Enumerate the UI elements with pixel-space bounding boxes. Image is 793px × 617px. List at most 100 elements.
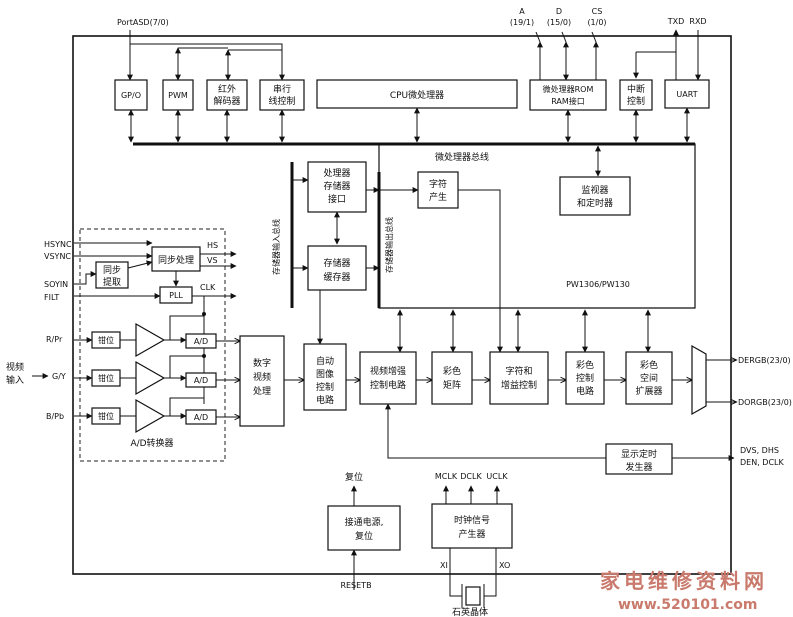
auto-image-block: [303, 343, 347, 411]
cpu-label: CPU微处理器: [390, 89, 444, 101]
soyin-label: SOYIN: [44, 280, 68, 289]
char-gen-label-1: 字符: [429, 178, 447, 190]
addr-cs-bits: (1/0): [587, 18, 606, 27]
color-control-label-3: 电路: [576, 385, 594, 397]
adc-label: A/D转换器: [130, 437, 173, 449]
addr-a-label: A: [519, 7, 525, 16]
hsync-label: HSYNC: [44, 240, 72, 249]
overlay-gain-block: [489, 351, 549, 405]
color-matrix-label-2: 矩阵: [443, 379, 461, 391]
watermark-url: www.520101.com: [618, 597, 758, 613]
dorgb-label: DORGB(23/0): [738, 398, 792, 407]
addr-a-bits: (19/1): [510, 18, 534, 27]
display-timing-label-2: 发生器: [625, 461, 652, 473]
gy-label: G/Y: [52, 372, 66, 381]
color-control-label-1: 彩色: [576, 359, 594, 371]
serial-block: [259, 79, 305, 111]
addr-d-bits: (15/0): [547, 18, 571, 27]
digital-video-label-3: 处理: [253, 385, 271, 397]
auto-image-label-3: 控制: [316, 381, 334, 393]
rxd-label: RXD: [689, 17, 706, 26]
overlay-gain-label-2: 增益控制: [501, 379, 537, 391]
color-control-block: [565, 351, 605, 405]
clk-label: CLK: [200, 283, 216, 292]
video-input-label-2: 输入: [6, 374, 24, 386]
uart-block: [664, 79, 710, 109]
crystal-label: 石英晶体: [452, 606, 488, 617]
rom-ram-label-1: 微处理器ROM: [543, 84, 594, 94]
clamp-r-label: 钳位: [98, 335, 114, 345]
monitor-timer-label-2: 和定时器: [577, 197, 613, 209]
digital-video-label-1: 数字: [253, 357, 271, 369]
sync-extract-block: [95, 261, 129, 289]
video-enhance-label-1: 视频增强: [370, 365, 406, 377]
mem-interface-label-3: 接口: [328, 193, 346, 205]
filt-label: FILT: [44, 293, 59, 302]
pwm-label: PWM: [168, 91, 188, 100]
digital-video-block: [239, 335, 285, 427]
clock-gen-label-2: 产生器: [458, 528, 485, 540]
rom-ram-label-2: RAM接口: [551, 96, 585, 106]
amp-b: [135, 398, 166, 434]
txd-label: TXD: [667, 17, 685, 26]
monitor-timer-block: [559, 176, 631, 216]
display-timing-block: [605, 443, 673, 475]
color-space-label-1: 彩色: [640, 359, 658, 371]
serial-label-1: 串行: [273, 83, 291, 95]
color-space-block: [625, 351, 673, 405]
pw1306-region: [378, 143, 696, 309]
color-space-label-2: 空间: [640, 372, 658, 384]
display-timing-label-1: 显示定时: [621, 448, 657, 460]
pw1306-label: PW1306/PW130: [566, 280, 630, 289]
addr-cs-label: CS: [592, 7, 603, 16]
crystal-symbol: [465, 586, 481, 606]
port-asd-label: PortASD(7/0): [117, 18, 169, 27]
amp-g: [135, 360, 166, 396]
rpr-label: R/Pr: [46, 335, 63, 344]
chip-outline: [72, 35, 732, 575]
xo-label: XO: [499, 561, 510, 570]
rom-ram-block: [529, 79, 607, 111]
watermark-text: 家电维修资料网: [600, 569, 768, 593]
clock-gen-label-1: 时钟信号: [454, 514, 490, 526]
clamp-b-label: 钳位: [98, 411, 114, 421]
video-enhance-block: [359, 351, 417, 405]
interrupt-label-2: 控制: [627, 95, 645, 107]
reset-out-label: 复位: [345, 471, 363, 483]
char-gen-label-2: 产生: [429, 191, 447, 203]
power-reset-block: [327, 505, 401, 551]
digital-video-label-2: 视频: [253, 371, 271, 383]
sync-process-label: 同步处理: [158, 254, 194, 266]
resetb-label: RESETB: [340, 581, 371, 590]
clamp-g-label: 钳位: [98, 373, 114, 383]
sync-extract-label-2: 提取: [103, 277, 121, 288]
ir-decoder-label-1: 红外: [218, 83, 236, 95]
interrupt-label-1: 中断: [627, 83, 645, 95]
output-mux: [691, 344, 707, 416]
addr-d-label: D: [556, 7, 562, 16]
dvs-dhs-label: DVS, DHS: [740, 446, 779, 455]
color-matrix-label-1: 彩色: [443, 365, 461, 377]
auto-image-label-4: 电路: [316, 394, 334, 406]
pll-label: PLL: [169, 291, 183, 300]
monitor-timer-label-1: 监视器: [581, 184, 608, 196]
ir-decoder-label-2: 解码器: [213, 95, 240, 107]
mem-in-bus-label: 存储器输入总线: [271, 219, 281, 275]
mem-interface-block: [307, 161, 367, 213]
mem-interface-label-2: 存储器: [323, 180, 350, 192]
overlay-gain-label-1: 字符和: [505, 365, 532, 377]
den-dclk-label: DEN, DCLK: [740, 458, 784, 467]
mem-interface-label-1: 处理器: [323, 167, 350, 179]
video-enhance-label-2: 控制电路: [370, 379, 406, 391]
uclk-label: UCLK: [486, 472, 508, 481]
power-reset-label-2: 复位: [355, 530, 373, 542]
video-input-label-1: 视频: [6, 361, 24, 373]
uart-label: UART: [676, 90, 697, 99]
auto-image-label-1: 自动: [316, 355, 334, 367]
vs-label: VS: [207, 256, 218, 265]
clock-gen-block: [431, 503, 513, 549]
xi-label: XI: [440, 561, 448, 570]
adc-g-label: A/D: [194, 376, 208, 385]
mem-buffer-label-1: 存储器: [323, 257, 350, 269]
